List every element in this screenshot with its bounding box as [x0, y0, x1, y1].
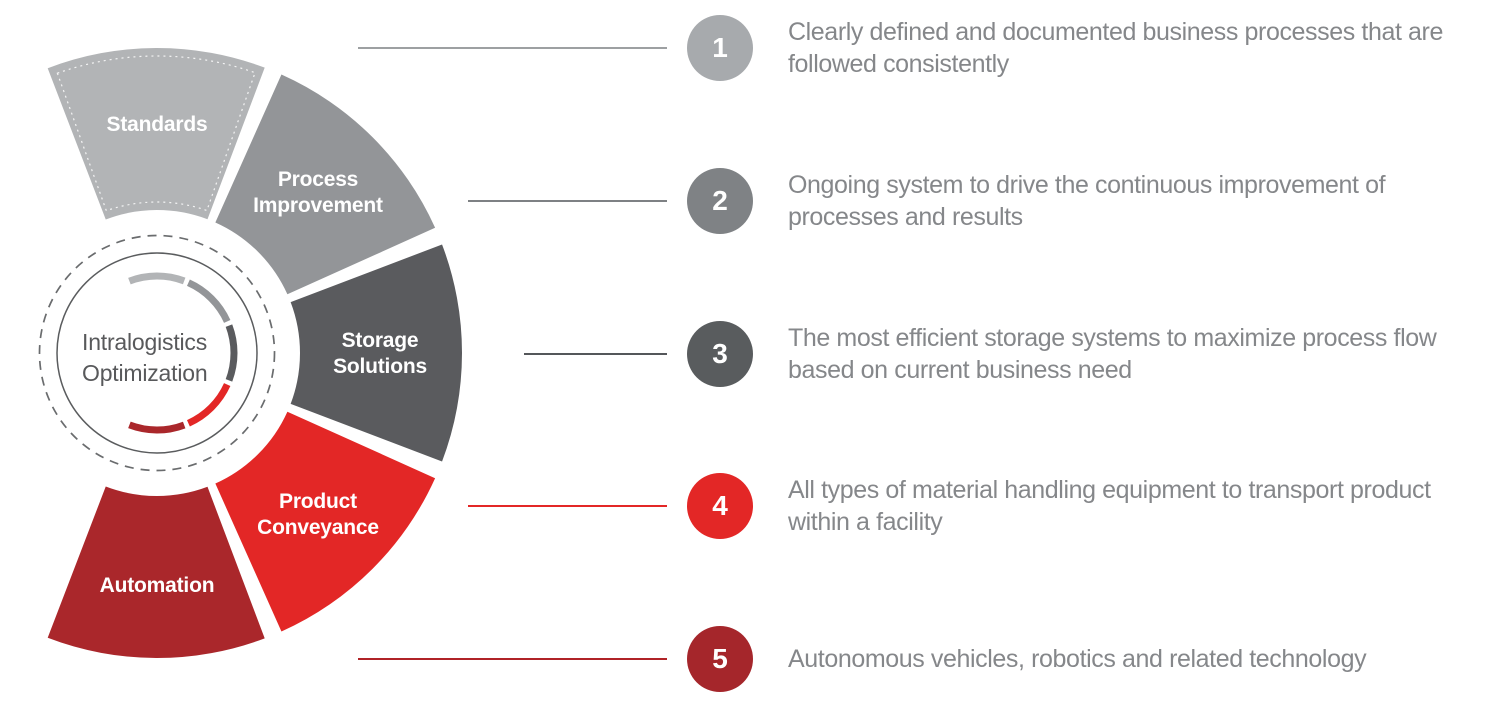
center-title-line1: Intralogistics — [82, 329, 208, 355]
number-badge-2: 2 — [687, 168, 753, 234]
wheel-segment-standards — [47, 48, 265, 220]
center-mini-arc-process-improvement — [186, 279, 231, 323]
wheel-segment-process-improvement — [215, 74, 436, 295]
center-title: Intralogistics Optimization — [82, 327, 208, 389]
center-mini-arc-standards — [128, 272, 186, 285]
benefit-row-2: 2 Ongoing system to drive the continuous… — [687, 168, 1468, 234]
center-mini-arc-storage-solutions — [225, 324, 238, 382]
badge-number: 5 — [712, 643, 728, 674]
center-mini-arc-product-conveyance — [186, 383, 231, 427]
badge-number: 1 — [712, 32, 728, 63]
benefit-text-4: All types of material handling equipment… — [788, 476, 1431, 536]
connector-line-1 — [358, 47, 667, 49]
center-solid-ring — [56, 252, 258, 454]
number-badge-3: 3 — [687, 321, 753, 387]
segment-label-process-improvement: Process Improvement — [253, 168, 383, 217]
connector-line-2 — [468, 200, 667, 202]
segment-label-storage-solutions: Storage Solutions — [333, 329, 427, 378]
badge-number: 3 — [712, 338, 728, 369]
badge-number: 4 — [712, 490, 728, 521]
segment-label-automation: Automation — [99, 574, 215, 597]
center-title-line2: Optimization — [82, 360, 208, 386]
number-badge-5: 5 — [687, 626, 753, 692]
benefit-row-1: 1 Clearly defined and documented busines… — [687, 15, 1468, 81]
center-mini-arc-automation — [128, 421, 186, 434]
connector-line-4 — [468, 505, 667, 507]
wheel-segment-storage-solutions — [290, 244, 463, 462]
connector-line-5 — [358, 658, 667, 660]
segment-label-standards: Standards — [106, 113, 208, 136]
benefit-text-5: Autonomous vehicles, robotics and relate… — [788, 645, 1367, 673]
number-badge-1: 1 — [687, 15, 753, 81]
wheel-segment-product-conveyance — [215, 411, 436, 632]
benefit-text-1: Clearly defined and documented business … — [788, 18, 1443, 78]
wheel-segment-automation — [47, 486, 265, 658]
connector-line-3 — [524, 353, 667, 355]
benefit-row-3: 3 The most efficient storage systems to … — [687, 321, 1468, 387]
benefit-row-5: 5 Autonomous vehicles, robotics and rela… — [687, 626, 1468, 692]
benefit-text-3: The most efficient storage systems to ma… — [788, 324, 1437, 384]
segment-label-product-conveyance: Product Conveyance — [257, 490, 379, 539]
benefit-row-4: 4 All types of material handling equipme… — [687, 473, 1468, 539]
center-dashed-ring — [38, 234, 276, 472]
benefit-text-2: Ongoing system to drive the continuous i… — [788, 171, 1386, 231]
number-badge-4: 4 — [687, 473, 753, 539]
badge-number: 2 — [712, 185, 728, 216]
